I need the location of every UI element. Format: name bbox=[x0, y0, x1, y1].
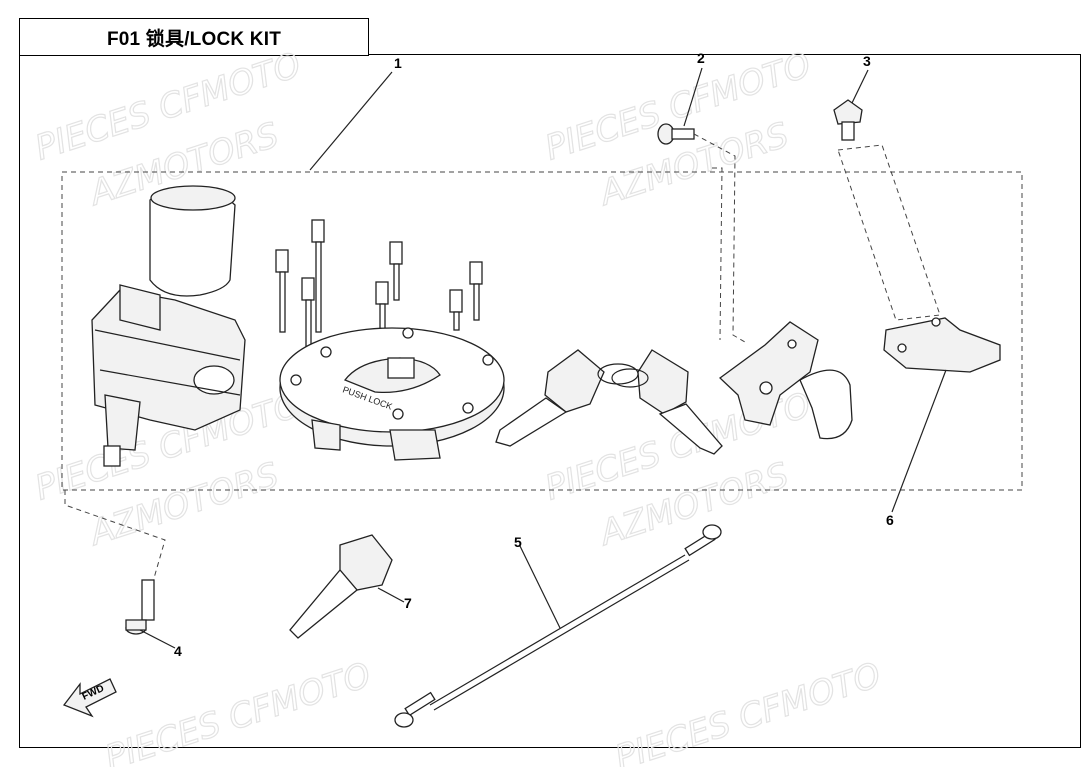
forward-arrow-icon: FWD bbox=[62, 678, 117, 718]
watermark-text: PIECES CFMOTO bbox=[100, 655, 375, 767]
page-title: F01 锁具/LOCK KIT bbox=[106, 28, 281, 50]
helmet-lock-bracket bbox=[718, 321, 853, 440]
kit-boundary bbox=[61, 171, 1023, 491]
spare-key-7: 7 bbox=[289, 534, 412, 639]
cable-5: 5 bbox=[394, 524, 722, 728]
bracket-6: 6 bbox=[883, 317, 1001, 528]
svg-text:4: 4 bbox=[174, 643, 182, 659]
cap-bolts bbox=[275, 219, 483, 351]
svg-text:3: 3 bbox=[863, 53, 871, 69]
diagram-frame bbox=[19, 54, 1081, 748]
bolt-4: 4 bbox=[64, 490, 182, 659]
callout-1: 1 bbox=[309, 55, 402, 171]
svg-text:6: 6 bbox=[886, 512, 894, 528]
svg-text:7: 7 bbox=[404, 595, 412, 611]
svg-text:2: 2 bbox=[697, 50, 705, 66]
watermark-text: PIECES CFMOTO bbox=[610, 655, 885, 767]
svg-text:1: 1 bbox=[394, 55, 402, 71]
ignition-switch bbox=[91, 185, 246, 467]
svg-text:5: 5 bbox=[514, 534, 522, 550]
bolt-3: 3 bbox=[833, 53, 941, 321]
fuel-cap: PUSH LOCK bbox=[279, 327, 505, 461]
title-box: F01 锁具/LOCK KIT bbox=[19, 18, 369, 56]
key-pair bbox=[495, 349, 723, 455]
screw-2: 2 bbox=[657, 50, 746, 343]
